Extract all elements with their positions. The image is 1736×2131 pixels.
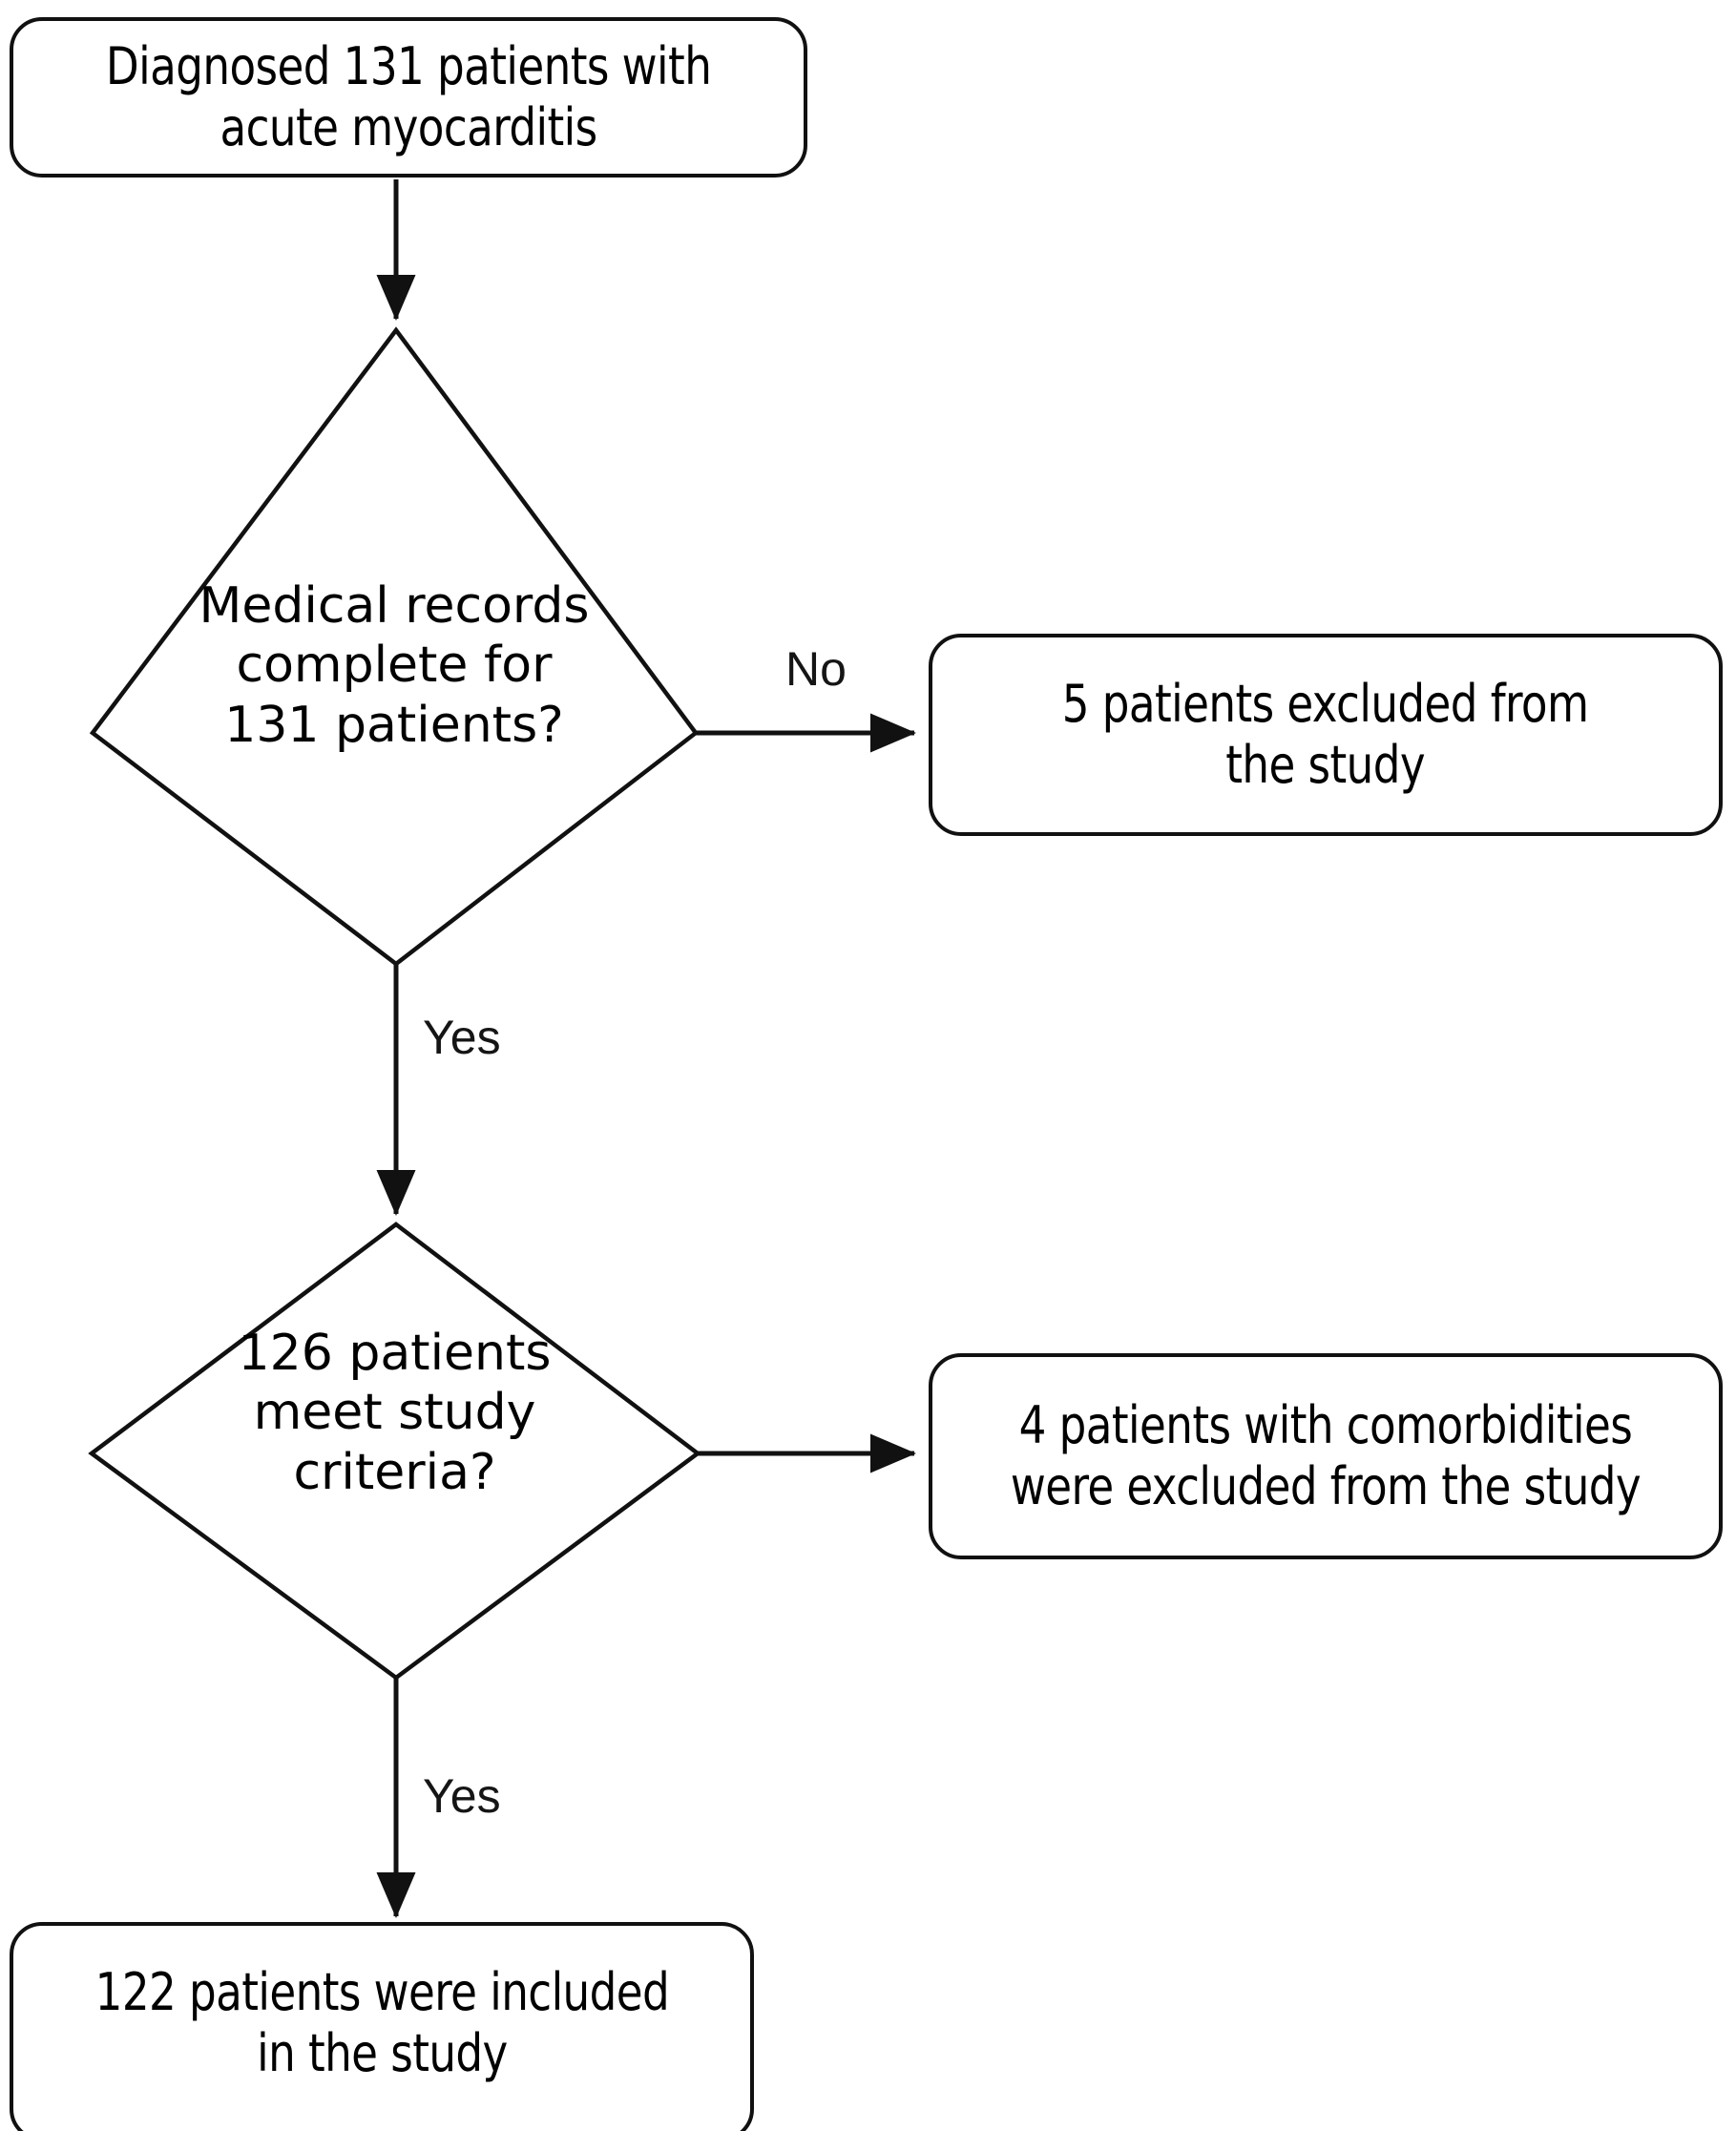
decision-criteria-label: 126 patients meet study criteria? xyxy=(238,1325,552,1501)
excluded-comorbidities-box: 4 patients with comorbidities were exclu… xyxy=(929,1353,1723,1559)
start-box-label: Diagnosed 131 patients with acute myocar… xyxy=(105,36,712,157)
edge-label-records-no: No xyxy=(785,642,847,696)
start-box: Diagnosed 131 patients with acute myocar… xyxy=(10,17,807,178)
decision-records: Medical records complete for 131 patient… xyxy=(93,330,696,964)
excluded-comorbidities-label: 4 patients with comorbidities were exclu… xyxy=(1010,1395,1642,1516)
end-box: 122 patients were included in the study xyxy=(10,1922,754,2131)
edge-label-criteria-yes: Yes xyxy=(423,1769,501,1823)
edge-label-records-yes: Yes xyxy=(423,1011,501,1064)
excluded-incomplete-records-label: 5 patients excluded from the study xyxy=(1062,674,1589,795)
decision-records-label: Medical records complete for 131 patient… xyxy=(199,577,590,754)
decision-criteria: 126 patients meet study criteria? xyxy=(92,1224,698,1678)
excluded-incomplete-records-box: 5 patients excluded from the study xyxy=(929,634,1723,836)
end-box-label: 122 patients were included in the study xyxy=(94,1962,669,2083)
